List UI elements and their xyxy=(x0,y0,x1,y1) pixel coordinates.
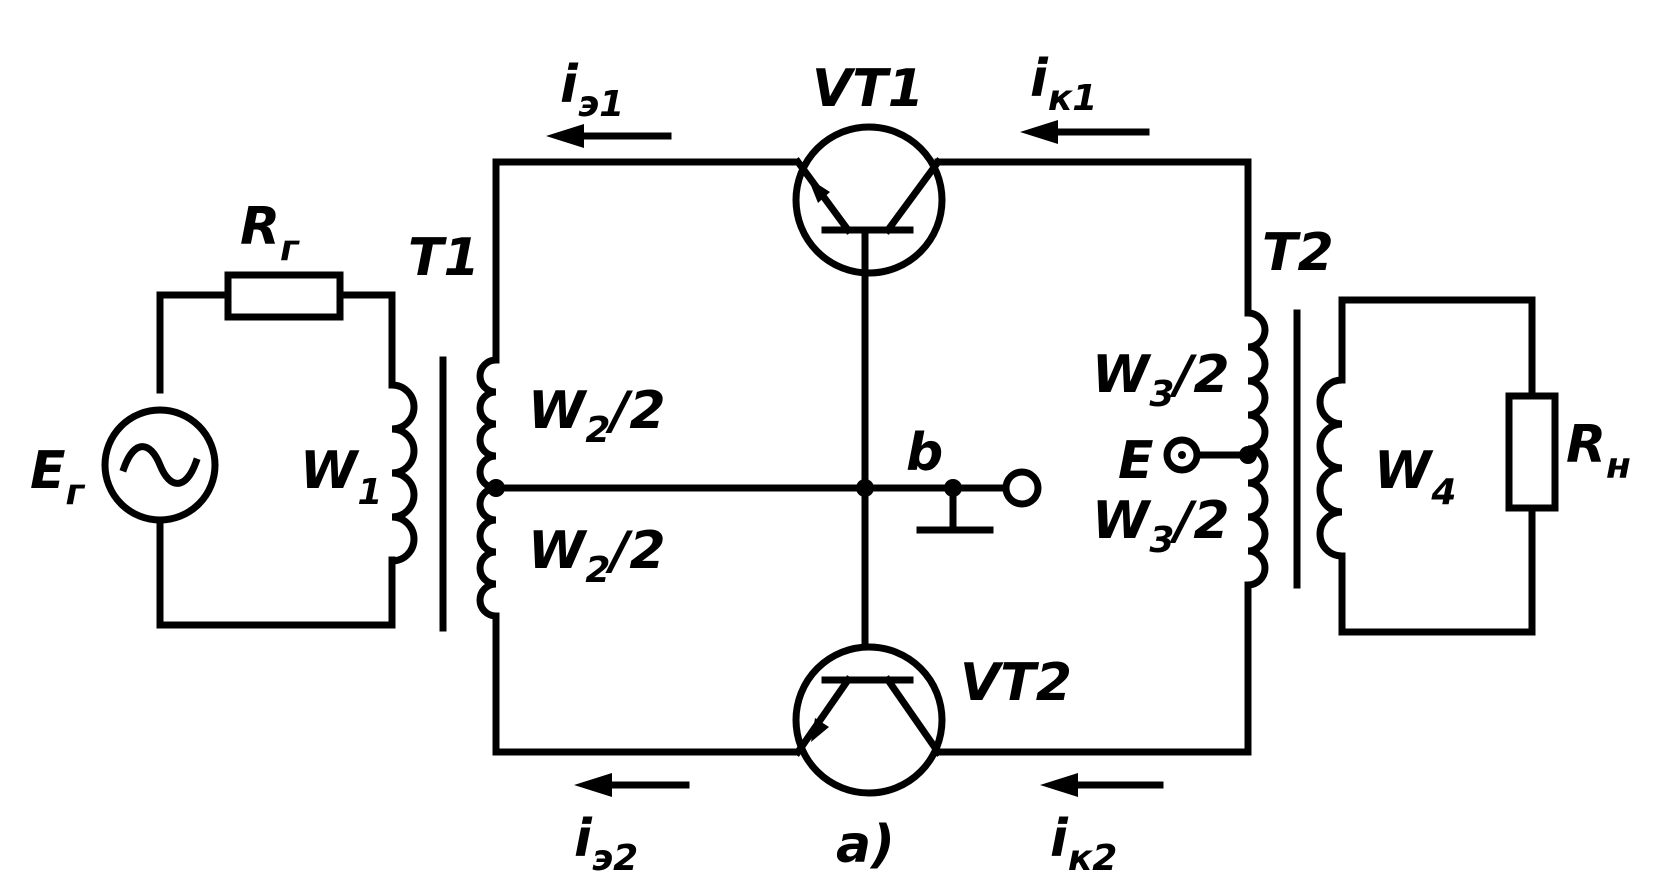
sine-icon xyxy=(119,443,201,487)
label-current-collector-2: iк2 xyxy=(1050,809,1117,879)
vt1-emitter-arrow xyxy=(808,178,830,203)
generator-resistor xyxy=(224,271,344,321)
label-current-collector-1: iк1 xyxy=(1030,49,1097,119)
terminal-b xyxy=(1002,468,1042,508)
label-generator-resistor: Rг xyxy=(240,197,300,269)
label-generator-emf: Eг xyxy=(30,441,86,513)
label-node-b: b xyxy=(906,423,943,483)
label-winding-w2-bottom: W2/2 xyxy=(528,521,666,591)
label-winding-w3-bottom: W3/2 xyxy=(1092,491,1230,561)
generator-loop xyxy=(101,271,396,629)
label-transistor-vt1: VT1 xyxy=(812,59,924,119)
node-t1-center-tap xyxy=(487,479,505,497)
label-figure-caption: a) xyxy=(836,815,895,875)
label-current-emitter-2: iэ2 xyxy=(574,809,638,879)
transistor-vt2 xyxy=(792,643,946,797)
load-resistor xyxy=(1505,392,1559,512)
label-load-resistor: Rн xyxy=(1566,415,1631,487)
label-transformer-t1: T1 xyxy=(408,228,480,288)
label-transistor-vt2: VT2 xyxy=(960,653,1072,713)
label-winding-w3-top: W3/2 xyxy=(1092,345,1230,415)
transistor-vt1 xyxy=(792,123,946,277)
label-transformer-t2: T2 xyxy=(1262,223,1334,283)
winding-w1-coil xyxy=(388,381,418,565)
current-arrows xyxy=(546,120,1164,797)
label-winding-w1: W1 xyxy=(300,441,382,513)
label-current-emitter-1: iэ1 xyxy=(560,55,624,125)
label-winding-w2-top: W2/2 xyxy=(528,381,666,451)
vt2-emitter-arrow xyxy=(811,718,829,742)
winding-w4-coil xyxy=(1316,376,1346,560)
label-supply-terminal: E xyxy=(1118,431,1154,491)
label-winding-w4: W4 xyxy=(1374,441,1456,513)
